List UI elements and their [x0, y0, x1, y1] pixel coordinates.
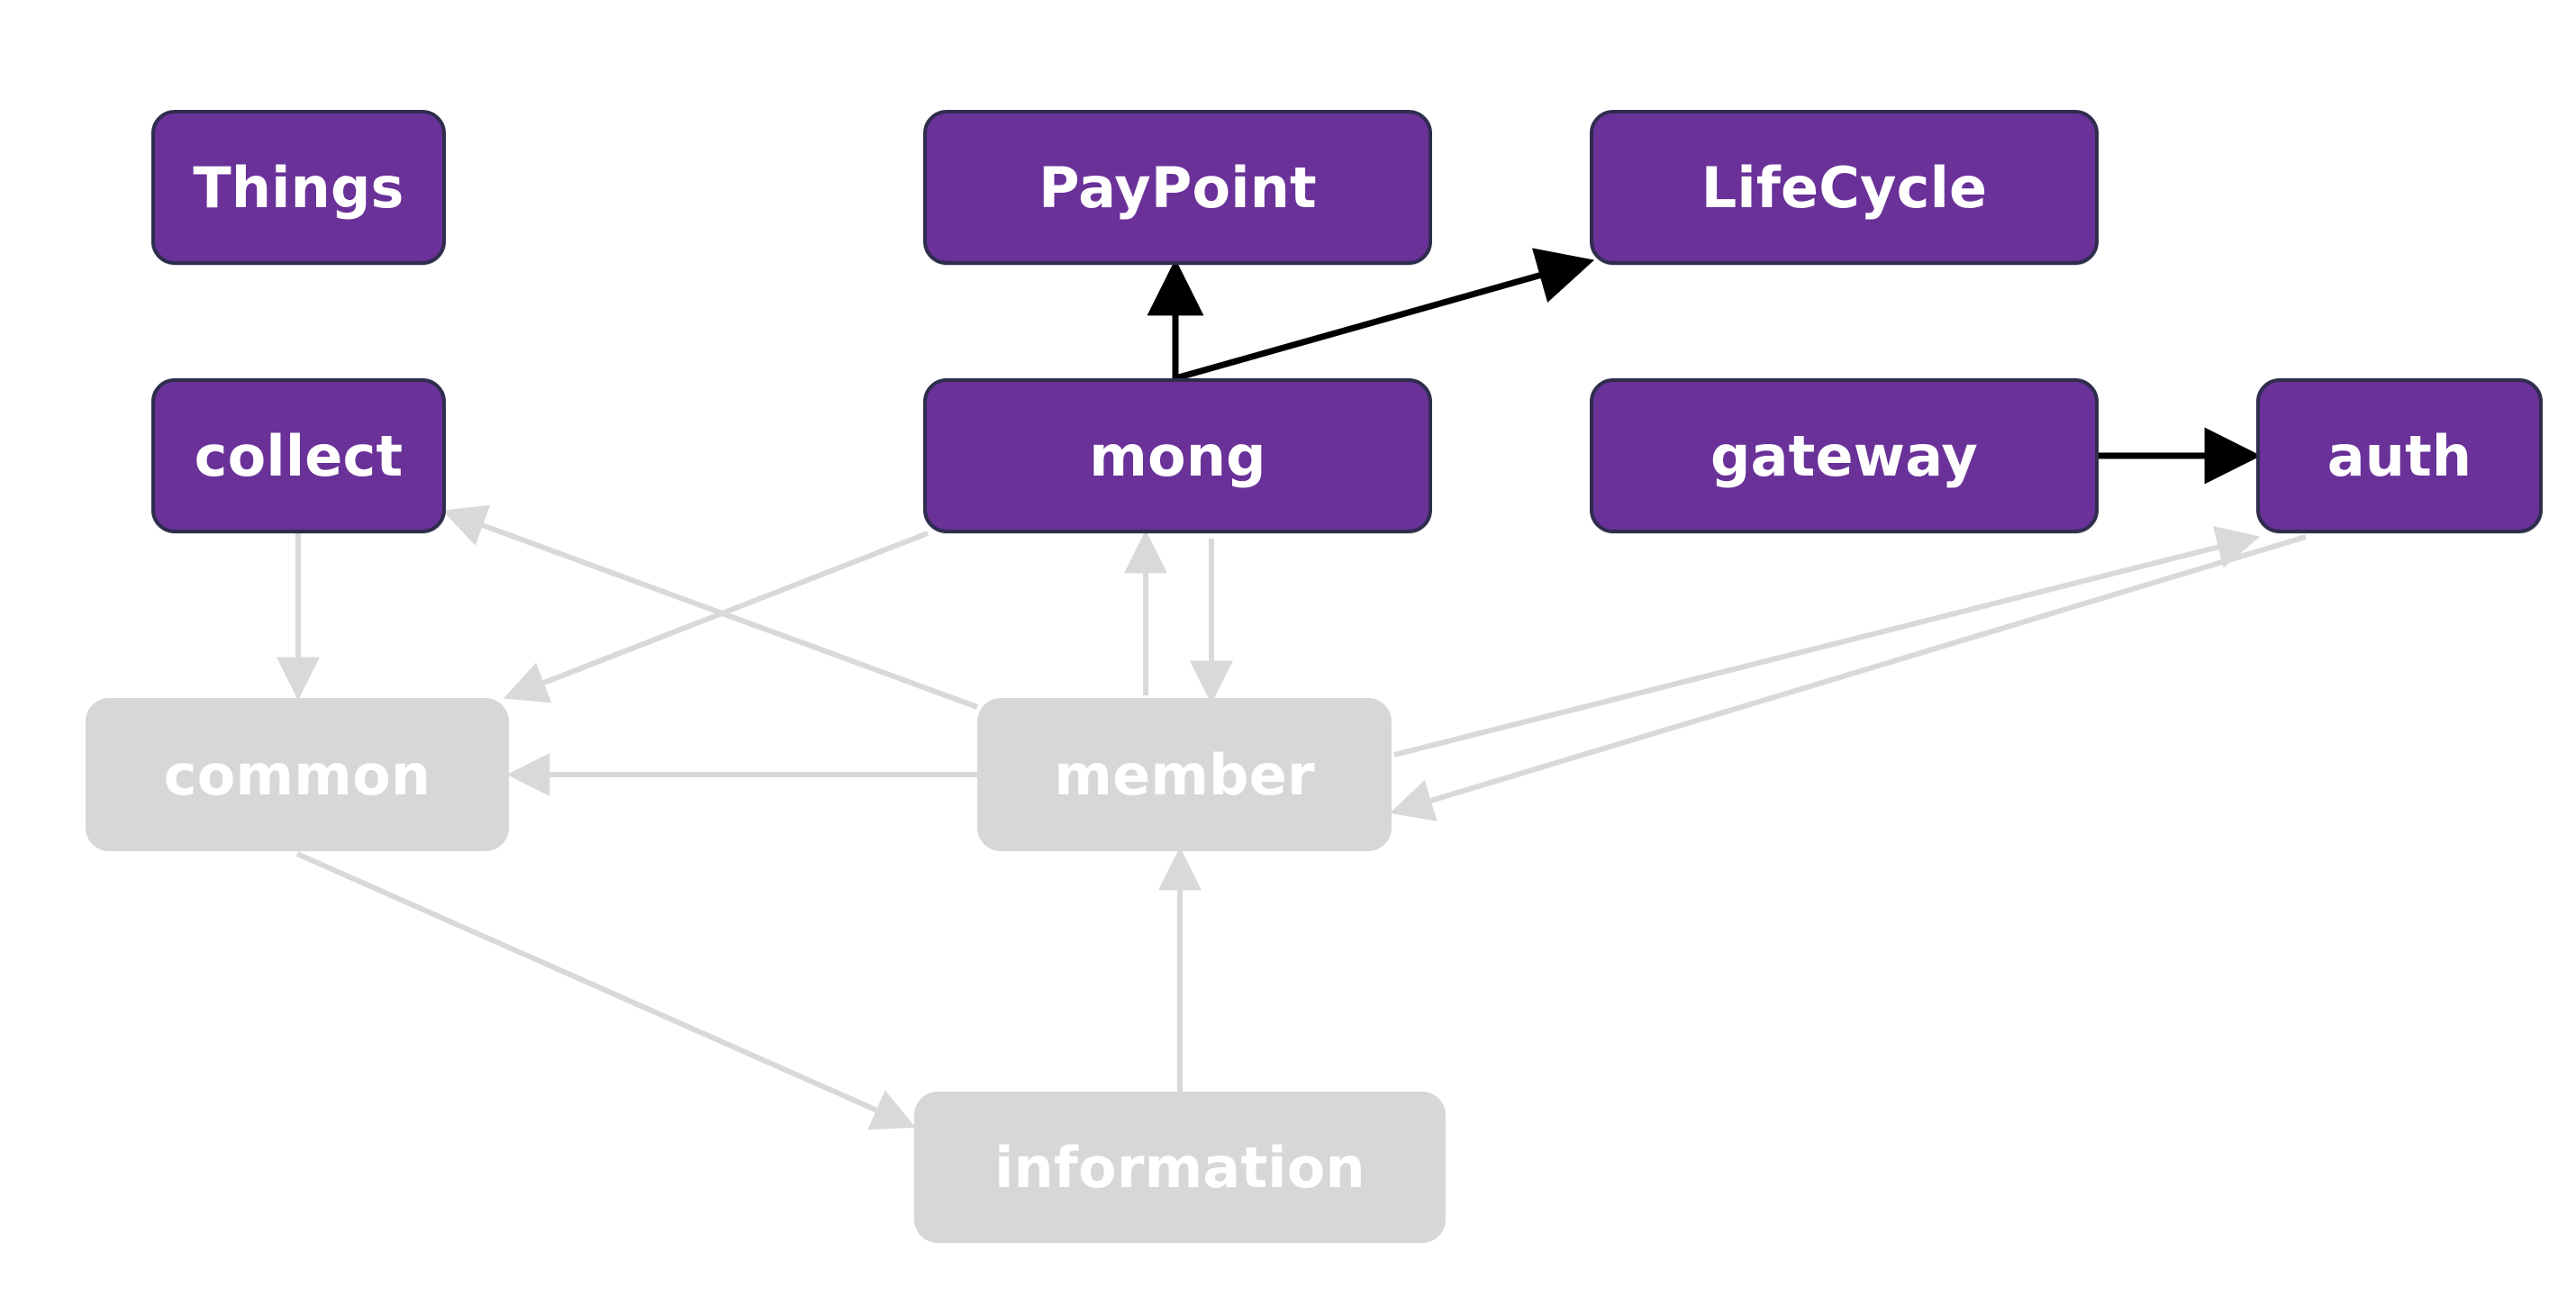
node-auth[interactable]: auth	[2256, 378, 2543, 533]
edge-member-auth	[1393, 526, 2261, 757]
node-mong[interactable]: mong	[923, 378, 1432, 533]
edge-common-information	[295, 851, 916, 1130]
node-things[interactable]: Things	[151, 110, 446, 265]
edge-mong-lifecycle	[1175, 248, 1595, 382]
edge-member-collect	[441, 504, 979, 710]
node-label: LifeCycle	[1701, 154, 1988, 221]
node-information[interactable]: information	[914, 1092, 1446, 1243]
node-label: member	[1054, 741, 1315, 808]
node-label: Things	[193, 154, 404, 221]
node-label: gateway	[1710, 422, 1978, 489]
node-label: information	[994, 1134, 1365, 1201]
node-label: PayPoint	[1039, 154, 1317, 221]
node-common[interactable]: common	[86, 698, 509, 851]
node-label: common	[163, 741, 431, 808]
node-collect[interactable]: collect	[151, 378, 446, 533]
node-member[interactable]: member	[977, 698, 1392, 851]
node-lifecycle[interactable]: LifeCycle	[1590, 110, 2099, 265]
node-paypoint[interactable]: PayPoint	[923, 110, 1432, 265]
node-gateway[interactable]: gateway	[1590, 378, 2099, 533]
node-label: mong	[1089, 422, 1266, 489]
node-label: auth	[2327, 422, 2472, 489]
edge-auth-member	[1389, 534, 2307, 821]
node-label: collect	[194, 422, 404, 489]
